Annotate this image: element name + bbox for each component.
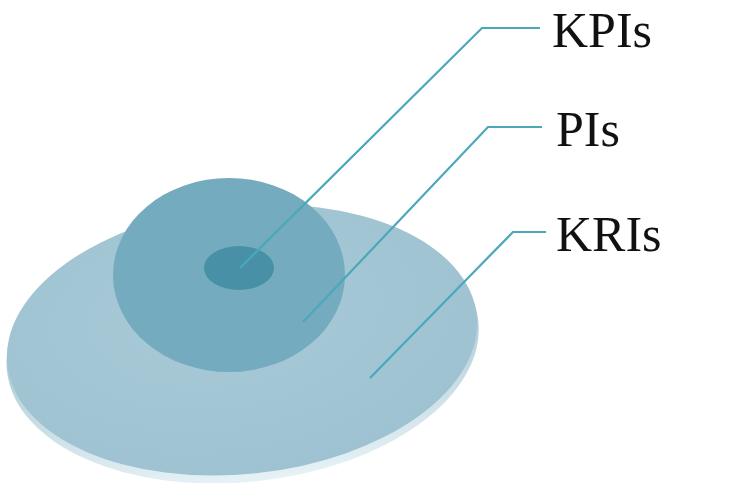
leader-line xyxy=(240,28,540,268)
inner-core xyxy=(204,246,274,290)
middle-ring xyxy=(113,178,345,372)
leader-lines xyxy=(240,28,546,378)
label-text: KPIs xyxy=(552,5,652,55)
leader-line xyxy=(370,232,546,378)
label-text: KRIs xyxy=(556,209,662,259)
label-text: PIs xyxy=(556,104,620,154)
leader-line xyxy=(303,127,542,322)
